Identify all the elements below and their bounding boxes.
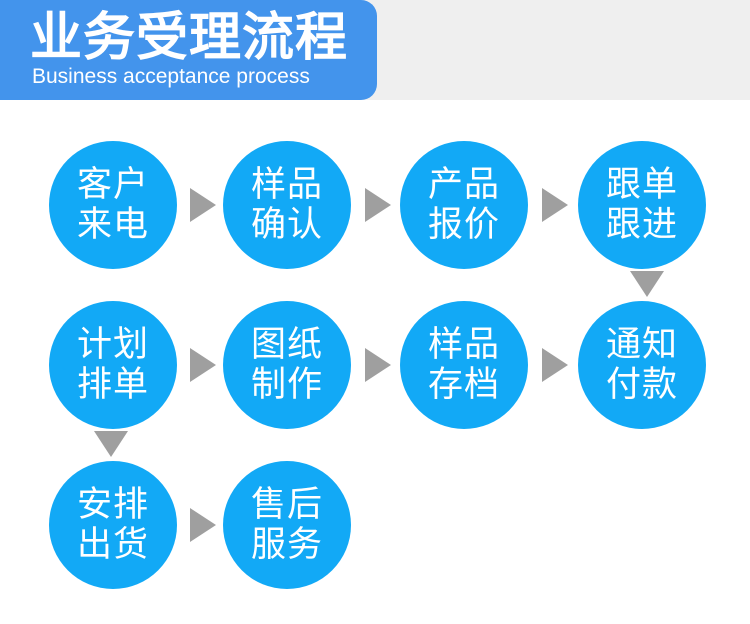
step-quotation: 产品报价 bbox=[400, 141, 528, 269]
step-line1: 计划 bbox=[76, 325, 149, 365]
arrow-right-icon bbox=[542, 188, 568, 222]
step-payment-notice: 通知付款 bbox=[578, 301, 706, 429]
arrow-right-icon bbox=[190, 508, 216, 542]
step-line2: 来电 bbox=[76, 205, 149, 245]
step-line2: 出货 bbox=[76, 525, 149, 565]
step-line1: 产品 bbox=[427, 165, 500, 205]
step-sample-confirm: 样品确认 bbox=[223, 141, 351, 269]
title-banner: 业务受理流程 Business acceptance process bbox=[0, 0, 377, 100]
step-line2: 跟进 bbox=[605, 205, 678, 245]
step-after-sales: 售后服务 bbox=[223, 461, 351, 589]
step-line1: 客户 bbox=[76, 165, 149, 205]
step-shipping: 安排出货 bbox=[49, 461, 177, 589]
step-line2: 确认 bbox=[250, 205, 323, 245]
step-sample-archive: 样品存档 bbox=[400, 301, 528, 429]
step-line1: 样品 bbox=[250, 165, 323, 205]
arrow-right-icon bbox=[542, 348, 568, 382]
step-line1: 样品 bbox=[427, 325, 500, 365]
step-line1: 图纸 bbox=[250, 325, 323, 365]
step-line1: 安排 bbox=[76, 485, 149, 525]
step-customer-call: 客户来电 bbox=[49, 141, 177, 269]
arrow-right-icon bbox=[365, 188, 391, 222]
step-scheduling: 计划排单 bbox=[49, 301, 177, 429]
step-follow-up: 跟单跟进 bbox=[578, 141, 706, 269]
arrow-right-icon bbox=[365, 348, 391, 382]
step-line1: 跟单 bbox=[605, 165, 678, 205]
step-line2: 存档 bbox=[427, 365, 500, 405]
page-subtitle: Business acceptance process bbox=[32, 65, 310, 88]
arrow-right-icon bbox=[190, 188, 216, 222]
arrow-right-icon bbox=[190, 348, 216, 382]
step-line2: 报价 bbox=[427, 205, 500, 245]
step-line1: 通知 bbox=[605, 325, 678, 365]
arrow-down-icon bbox=[630, 271, 664, 297]
page-title: 业务受理流程 bbox=[30, 8, 349, 68]
step-drawing: 图纸制作 bbox=[223, 301, 351, 429]
arrow-down-icon bbox=[94, 431, 128, 457]
step-line2: 制作 bbox=[250, 365, 323, 405]
step-line2: 服务 bbox=[250, 525, 323, 565]
step-line2: 排单 bbox=[76, 365, 149, 405]
step-line2: 付款 bbox=[605, 365, 678, 405]
step-line1: 售后 bbox=[250, 485, 323, 525]
